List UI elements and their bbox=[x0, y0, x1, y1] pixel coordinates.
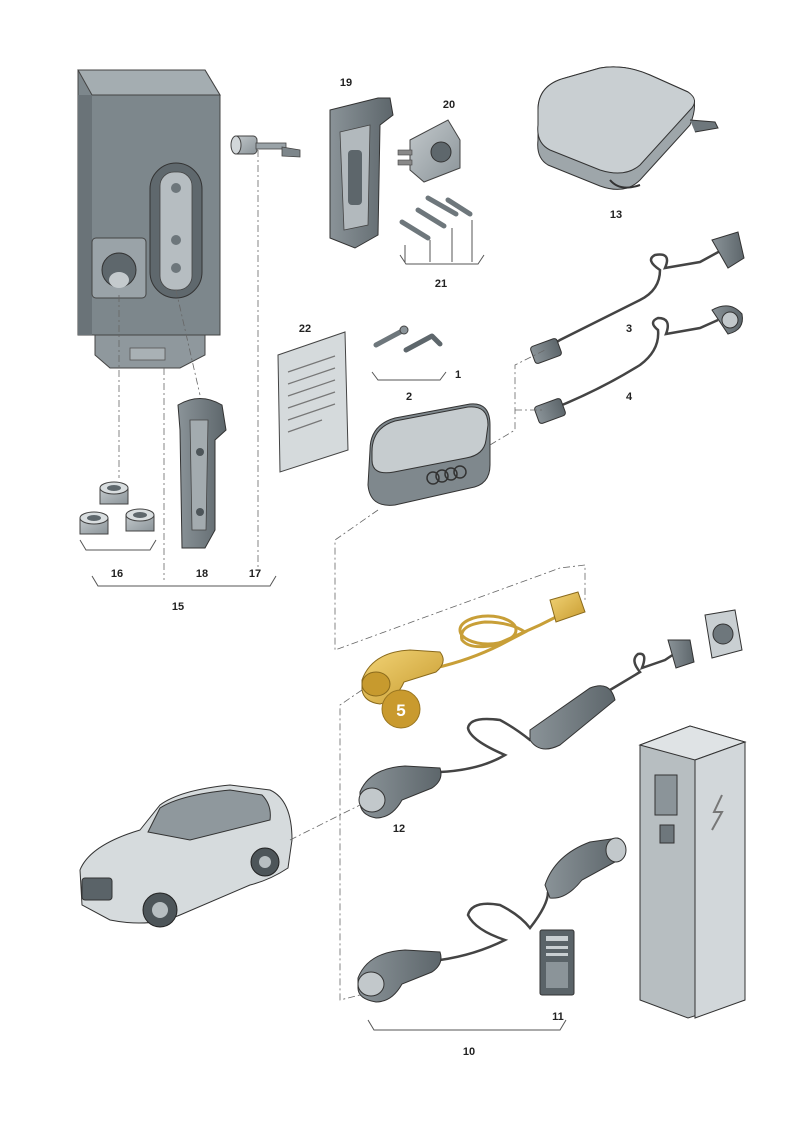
label-card-icon bbox=[539, 929, 575, 996]
callout-12: 12 bbox=[393, 823, 405, 835]
lightning-bolt-icon bbox=[711, 794, 724, 831]
cable-holder-bracket-icon bbox=[177, 398, 227, 549]
portable-charger-12-icon bbox=[358, 639, 695, 819]
callout-1: 1 bbox=[455, 369, 461, 381]
callout-5-badge bbox=[381, 689, 421, 729]
plug-adapter-icon bbox=[397, 119, 461, 183]
callout-3: 3 bbox=[626, 323, 632, 335]
wall-socket-icon bbox=[704, 609, 743, 659]
screws-and-anchors-icon bbox=[399, 195, 473, 262]
storage-case-icon bbox=[537, 66, 719, 190]
charging-cable-5-highlighted-icon bbox=[361, 591, 586, 705]
callout-16: 16 bbox=[111, 568, 123, 580]
cable-bag-icon bbox=[367, 403, 491, 506]
bolt-and-hex-key-icon bbox=[373, 325, 443, 353]
callout-4: 4 bbox=[626, 391, 633, 403]
key-lock-icon bbox=[230, 135, 301, 158]
callout-2: 2 bbox=[406, 391, 412, 403]
suv-car-icon bbox=[79, 784, 293, 928]
charger-holster-icon bbox=[329, 97, 394, 249]
charging-cable-3-icon bbox=[530, 231, 745, 364]
callout-13: 13 bbox=[610, 209, 622, 221]
callout-22: 22 bbox=[299, 323, 311, 335]
callout-20: 20 bbox=[443, 99, 455, 111]
wallbox-housing-icon bbox=[77, 69, 221, 369]
callout-5: 5 bbox=[396, 701, 405, 720]
document-sheet-icon bbox=[277, 331, 349, 473]
charging-pillar-icon bbox=[638, 725, 747, 1019]
callout-11: 11 bbox=[552, 1011, 564, 1023]
callout-21: 21 bbox=[435, 278, 447, 290]
callout-18: 18 bbox=[196, 568, 208, 580]
callout-17: 17 bbox=[249, 568, 261, 580]
callout-numbers: 1 2 3 4 5 10 11 12 13 15 16 17 18 19 20 … bbox=[111, 77, 633, 1058]
callout-brackets bbox=[79, 254, 567, 1031]
callout-19: 19 bbox=[340, 77, 352, 89]
nut-set-icon bbox=[79, 481, 155, 535]
charging-cable-4-icon bbox=[534, 305, 743, 424]
leader-lines bbox=[118, 150, 586, 1001]
charging-cable-10-icon bbox=[357, 837, 627, 1003]
callout-15: 15 bbox=[172, 601, 184, 613]
callout-10: 10 bbox=[463, 1046, 475, 1058]
